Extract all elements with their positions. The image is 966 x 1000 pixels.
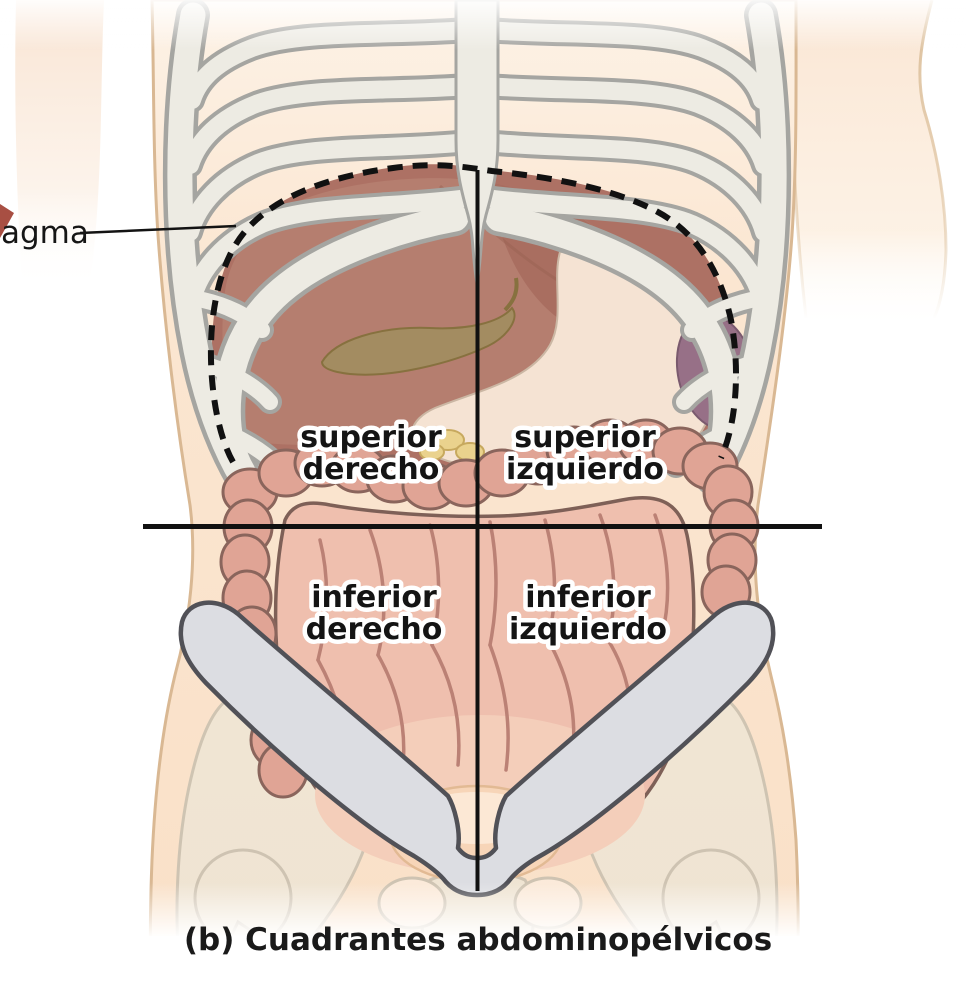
pelvic-bone [178, 600, 776, 898]
svg-text:derecho: derecho [303, 452, 440, 487]
svg-text:inferior: inferior [525, 580, 651, 615]
svg-text:superior: superior [300, 420, 442, 455]
gallbladder [320, 277, 519, 376]
svg-text:izquierdo: izquierdo [509, 612, 667, 647]
bile-duct [503, 277, 519, 312]
bottom-fade [0, 882, 966, 938]
edge-fragment [0, 204, 14, 238]
svg-text:derecho: derecho [306, 612, 443, 647]
quadrant-label-superior-derecho: superior derecho [296, 416, 447, 492]
leader-line [79, 224, 237, 235]
quadrant-label-superior-izquierdo: superior izquierdo [501, 416, 668, 492]
diaphragm-label: agma [1, 215, 89, 251]
svg-text:superior: superior [514, 420, 656, 455]
transverse-colon [221, 418, 739, 517]
quadrant-label-inferior-derecho: inferior derecho [301, 576, 447, 652]
quadrant-label-inferior-izquierdo: inferior izquierdo [504, 576, 671, 652]
top-fade [0, 0, 966, 50]
svg-text:inferior: inferior [311, 580, 437, 615]
figure-caption: (b) Cuadrantes abdominopélvicos [184, 922, 772, 958]
left-arm [15, 0, 104, 291]
diaphragm-outline [207, 162, 739, 464]
svg-text:izquierdo: izquierdo [506, 452, 664, 487]
